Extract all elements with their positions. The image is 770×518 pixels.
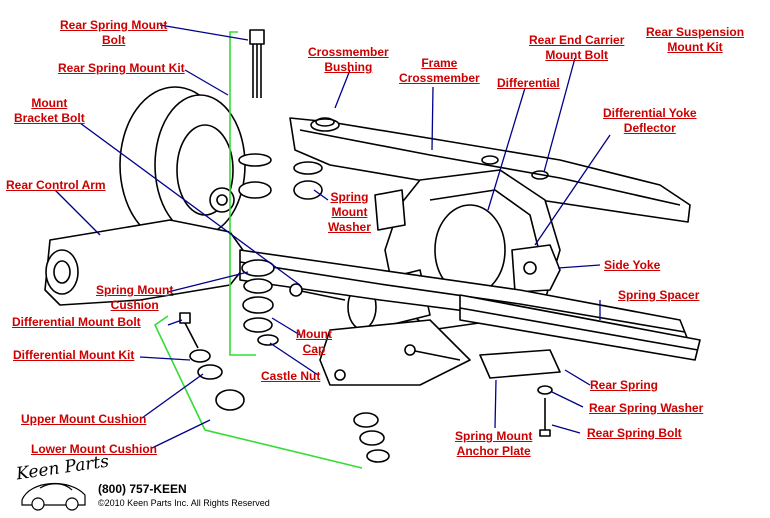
drawing bbox=[44, 29, 701, 463]
frame-crossmember bbox=[289, 117, 691, 223]
phone-number: (800) 757-KEEN bbox=[98, 482, 187, 496]
label-lower-mount-cushion[interactable]: Lower Mount Cushion bbox=[31, 442, 157, 456]
copyright-notice: ©2010 Keen Parts Inc. All Rights Reserve… bbox=[98, 498, 270, 508]
label-upper-mount-cushion[interactable]: Upper Mount Cushion bbox=[21, 412, 147, 426]
differential-mount-kit-outline bbox=[153, 315, 363, 469]
label-castle-nut[interactable]: Castle Nut bbox=[261, 369, 321, 383]
label-rear-control-arm[interactable]: Rear Control Arm bbox=[6, 178, 106, 192]
label-differential-mount-bolt[interactable]: Differential Mount Bolt bbox=[12, 315, 141, 329]
mount-bracket bbox=[374, 189, 406, 231]
label-rear-spring-bolt[interactable]: Rear Spring Bolt bbox=[587, 426, 682, 440]
crossmember-bushing bbox=[310, 118, 340, 132]
label-differential-mount-kit[interactable]: Differential Mount Kit bbox=[13, 348, 135, 362]
rear-spring-mount-kit-outline bbox=[229, 31, 256, 356]
rear-spring-mount-bolt bbox=[249, 29, 265, 45]
label-spring-spacer[interactable]: Spring Spacer bbox=[618, 288, 700, 302]
label-differential[interactable]: Differential bbox=[497, 76, 560, 90]
spring-mount-anchor-plate bbox=[479, 349, 561, 379]
label-rear-spring-washer[interactable]: Rear Spring Washer bbox=[589, 401, 704, 415]
leader-lines bbox=[54, 24, 611, 449]
label-side-yoke[interactable]: Side Yoke bbox=[604, 258, 661, 272]
label-rear-spring-mount-kit[interactable]: Rear Spring Mount Kit bbox=[58, 61, 185, 75]
kit-outlines bbox=[153, 31, 363, 469]
keen-parts-logo bbox=[21, 483, 86, 511]
label-rear-spring[interactable]: Rear Spring bbox=[590, 378, 659, 392]
